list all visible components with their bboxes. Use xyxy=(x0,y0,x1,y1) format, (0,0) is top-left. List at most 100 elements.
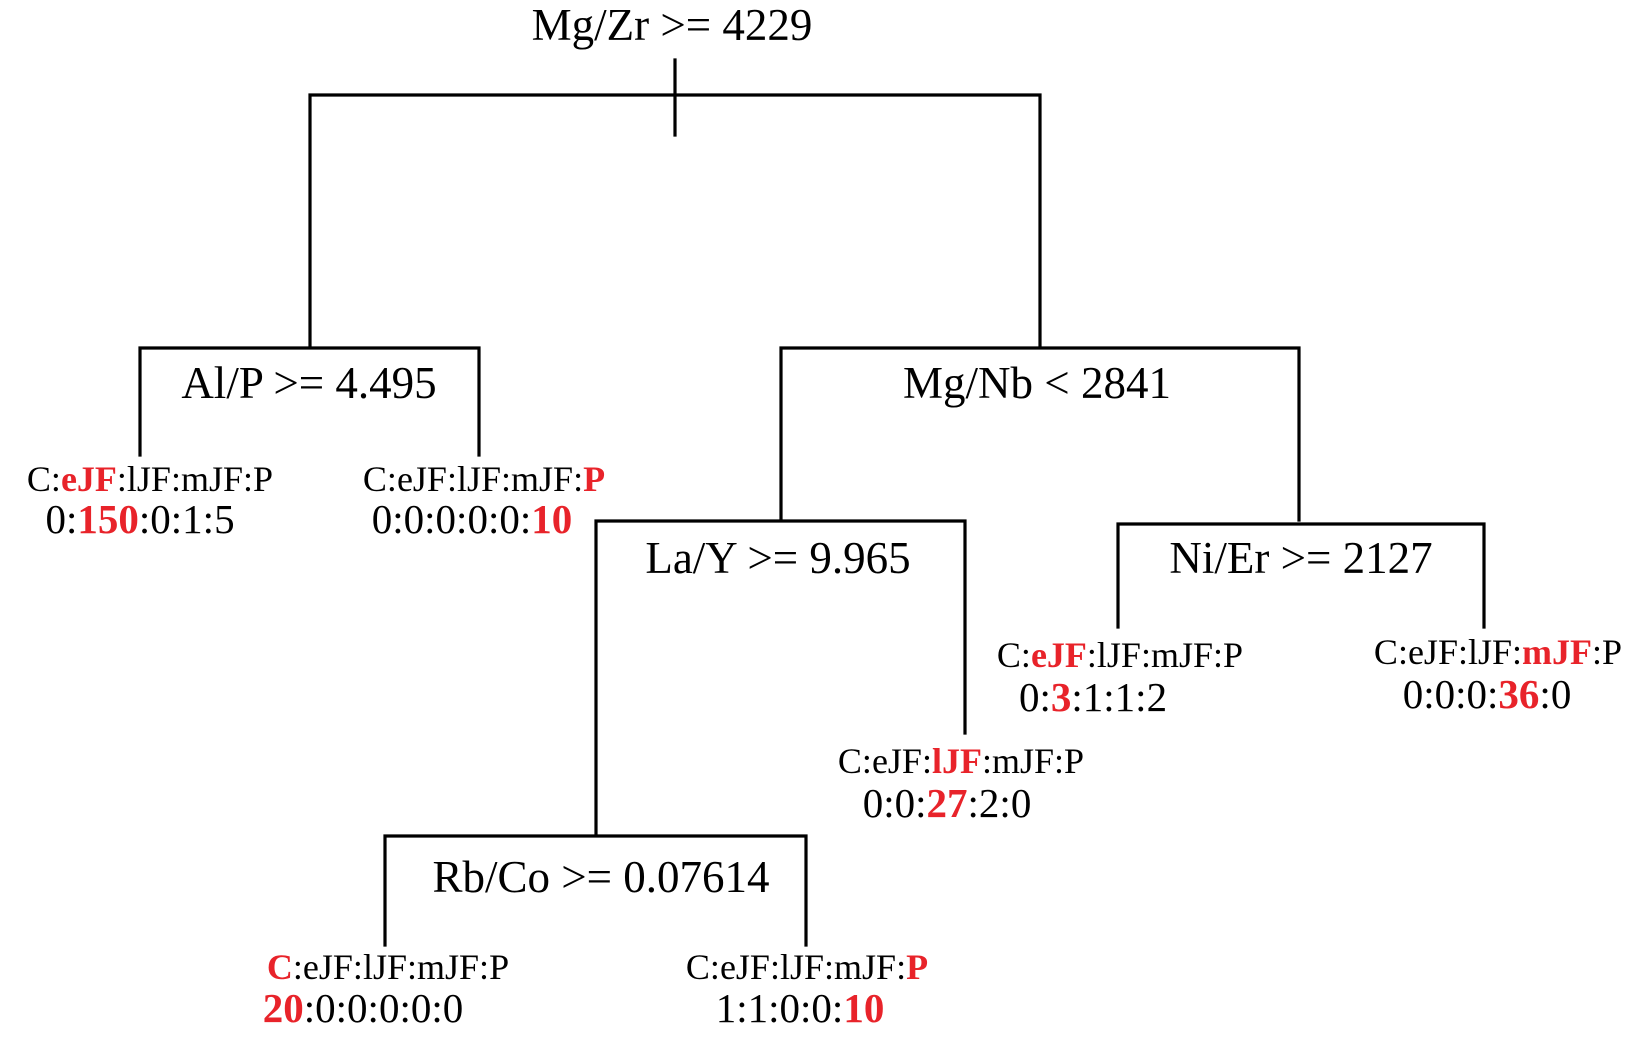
leaf-class-name: lJF xyxy=(780,947,824,987)
edge-right-branches xyxy=(779,346,1301,522)
leaf-class-header: C:eJF:lJF:mJF:P xyxy=(1374,632,1622,672)
leaf-separator: : xyxy=(1071,674,1082,720)
leaf-node: C:eJF:lJF:mJF:P 20:0:0:0:0:0 xyxy=(263,947,509,1031)
leaf-count-value: 2 xyxy=(1147,674,1168,720)
leaf-count-value: 1 xyxy=(716,985,737,1031)
leaf-count-value: 3 xyxy=(1051,674,1072,720)
leaf-separator: : xyxy=(768,985,779,1031)
split-root-label: Mg/Zr >= 4229 xyxy=(532,0,813,50)
leaf-class-name: lJF xyxy=(932,741,982,781)
leaf-separator: : xyxy=(501,459,511,499)
leaf-separator: : xyxy=(922,741,932,781)
leaf-separator: : xyxy=(203,496,214,542)
leaf-class-name: P xyxy=(1223,635,1243,675)
leaf-separator: : xyxy=(399,985,410,1031)
leaf-class-name: P xyxy=(906,947,928,987)
leaf-class-name: mJF xyxy=(1522,632,1592,672)
leaf-count-value: 0 xyxy=(863,780,884,826)
leaf-node: C:eJF:lJF:mJF:P 0:0:27:2:0 xyxy=(838,741,1084,826)
leaf-count-value: 0 xyxy=(895,780,916,826)
leaf-class-name: lJF xyxy=(127,459,171,499)
leaf-count-value: 0 xyxy=(45,496,66,542)
leaf-node: C:eJF:lJF:mJF:P 0:150:0:1:5 xyxy=(27,459,273,542)
leaf-class-header: C:eJF:lJF:mJF:P xyxy=(997,635,1243,675)
leaf-count-value: 5 xyxy=(214,496,235,542)
leaf-class-header: C:eJF:lJF:mJF:P xyxy=(267,947,509,987)
leaf-class-name: lJF xyxy=(363,947,407,987)
leaf-count-value: 10 xyxy=(531,496,572,542)
leaf-count-value: 2 xyxy=(979,780,1000,826)
leaf-separator: : xyxy=(710,947,720,987)
leaf-class-name: mJF xyxy=(1151,635,1213,675)
leaf-separator: : xyxy=(1135,674,1146,720)
leaf-separator: : xyxy=(171,459,181,499)
leaf-class-header: C:eJF:lJF:mJF:P xyxy=(686,947,928,987)
leaf-class-name: lJF xyxy=(457,459,501,499)
leaf-count-value: 0 xyxy=(436,496,457,542)
leaf-count-value: 10 xyxy=(843,985,884,1031)
leaf-separator: : xyxy=(999,780,1010,826)
leaf-class-name: mJF xyxy=(834,947,896,987)
leaf-node: C:eJF:lJF:mJF:P 1:1:0:0:10 xyxy=(686,947,928,1031)
leaf-count-value: 0 xyxy=(411,985,432,1031)
leaf-separator: : xyxy=(353,947,363,987)
leaf-class-name: P xyxy=(1064,741,1084,781)
leaf-separator: : xyxy=(447,459,457,499)
leaf-separator: : xyxy=(1423,671,1434,717)
leaf-class-name: C xyxy=(997,635,1021,675)
leaf-class-name: C xyxy=(363,459,387,499)
leaf-separator: : xyxy=(1213,635,1223,675)
leaf-count-value: 0 xyxy=(150,496,171,542)
leaf-class-name: P xyxy=(253,459,273,499)
leaf-class-name: mJF xyxy=(511,459,573,499)
leaf-class-name: eJF xyxy=(397,459,447,499)
leaf-class-name: mJF xyxy=(181,459,243,499)
leaf-separator: : xyxy=(862,741,872,781)
leaf-count-value: 0 xyxy=(1019,674,1040,720)
split-right-right-label: Ni/Er >= 2127 xyxy=(1169,533,1432,583)
leaf-class-name: mJF xyxy=(992,741,1054,781)
leaf-class-name: lJF xyxy=(1468,632,1512,672)
leaf-separator: : xyxy=(139,496,150,542)
leaf-class-name: eJF xyxy=(61,459,117,499)
leaf-separator: : xyxy=(424,496,435,542)
leaf-class-name: mJF xyxy=(417,947,479,987)
leaf-separator: : xyxy=(982,741,992,781)
leaf-class-counts: 1:1:0:0:10 xyxy=(716,985,885,1031)
leaf-separator: : xyxy=(1487,671,1498,717)
leaf-count-value: 0 xyxy=(372,496,393,542)
leaf-count-value: 0 xyxy=(811,985,832,1031)
leaf-separator: : xyxy=(573,459,583,499)
leaf-count-value: 1 xyxy=(748,985,769,1031)
tree-edges xyxy=(138,58,1486,947)
leaf-separator: : xyxy=(293,947,303,987)
leaf-class-name: eJF xyxy=(1408,632,1458,672)
edge-rbco-branches xyxy=(383,834,808,947)
leaf-separator: : xyxy=(51,459,61,499)
leaf-count-value: 27 xyxy=(927,780,968,826)
leaf-separator: : xyxy=(520,496,531,542)
leaf-class-counts: 0:0:0:0:0:10 xyxy=(372,496,573,542)
leaf-class-name: C xyxy=(267,947,293,987)
leaf-separator: : xyxy=(1592,632,1602,672)
leaf-node: C:eJF:lJF:mJF:P 0:0:0:36:0 xyxy=(1374,632,1622,717)
leaf-count-value: 0 xyxy=(347,985,368,1031)
edge-right-left-branches xyxy=(594,519,967,837)
leaf-count-value: 150 xyxy=(77,496,139,542)
leaf-separator: : xyxy=(1087,635,1097,675)
leaf-count-value: 0 xyxy=(315,985,336,1031)
edge-right-right-branches xyxy=(1116,522,1486,629)
leaf-class-name: C xyxy=(838,741,862,781)
leaf-count-value: 1 xyxy=(1083,674,1104,720)
leaf-separator: : xyxy=(336,985,347,1031)
leaf-class-name: eJF xyxy=(303,947,353,987)
edge-left-branches xyxy=(138,346,481,457)
leaf-separator: : xyxy=(407,947,417,987)
edge-root-branches xyxy=(308,93,1042,347)
split-rbco-label: Rb/Co >= 0.07614 xyxy=(432,852,769,902)
leaf-separator: : xyxy=(832,985,843,1031)
leaf-count-value: 0 xyxy=(467,496,488,542)
leaf-separator: : xyxy=(392,496,403,542)
leaf-count-value: 0 xyxy=(1403,671,1424,717)
